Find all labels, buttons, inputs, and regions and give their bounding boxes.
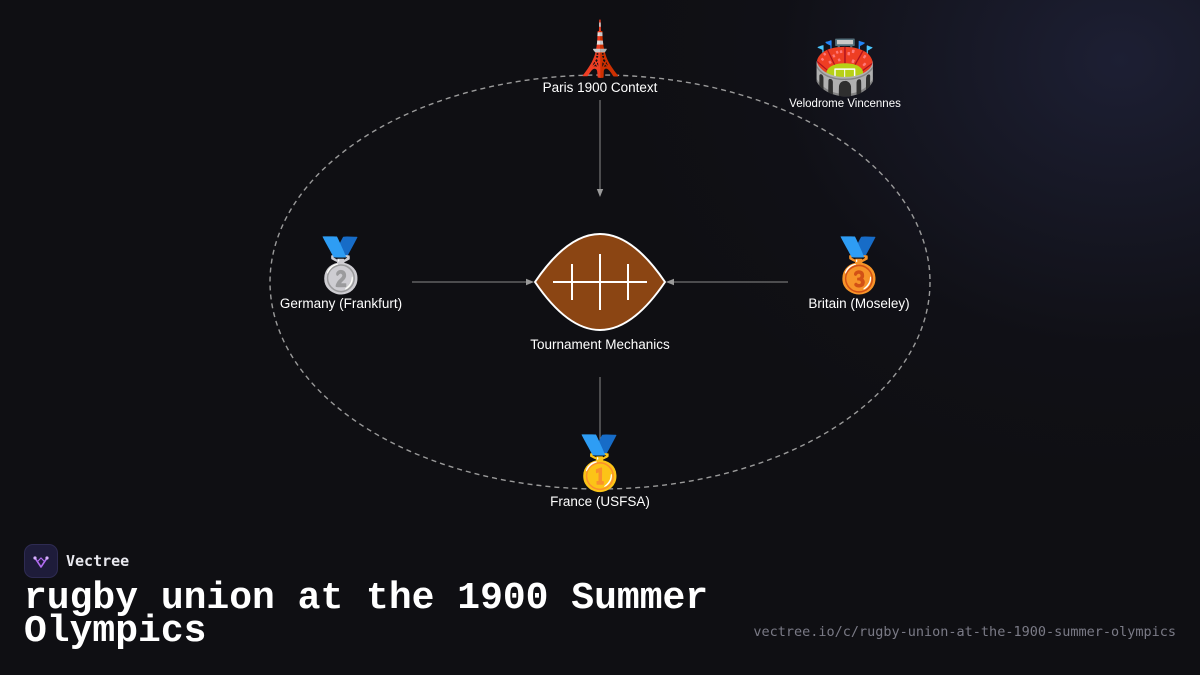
node-label: Germany (Frankfurt)	[279, 296, 403, 311]
node-paris-context: 🗼 Paris 1900 Context	[543, 22, 658, 95]
node-label: France (USFSA)	[550, 494, 650, 509]
node-center: Tournament Mechanics	[530, 335, 670, 352]
vectree-logo-icon	[24, 544, 58, 578]
center-label: Tournament Mechanics	[530, 337, 670, 352]
node-france: 🥇 France (USFSA)	[550, 436, 650, 509]
page-title: rugby union at the 1900 Summer Olympics	[24, 577, 709, 653]
node-label: Paris 1900 Context	[542, 80, 658, 95]
brand: Vectree	[24, 544, 129, 578]
rugby-ball-icon	[533, 233, 667, 331]
node-label: Britain (Moseley)	[808, 296, 910, 311]
brand-name: Vectree	[66, 552, 130, 570]
source-url[interactable]: vectree.io/c/rugby-union-at-the-1900-sum…	[753, 624, 1176, 640]
stadium-icon: 🏟️	[812, 39, 878, 97]
orbit-ring	[269, 74, 931, 490]
gold-medal-icon: 🥇	[567, 435, 633, 493]
node-label: Velodrome Vincennes	[789, 98, 901, 110]
silver-medal-icon: 🥈	[308, 237, 374, 295]
node-britain: 🥉 Britain (Moseley)	[808, 238, 909, 311]
bronze-medal-icon: 🥉	[826, 237, 892, 295]
node-velodrome: 🏟️ Velodrome Vincennes	[789, 40, 901, 110]
node-germany: 🥈 Germany (Frankfurt)	[280, 238, 402, 311]
eiffel-tower-icon: 🗼	[567, 21, 633, 79]
